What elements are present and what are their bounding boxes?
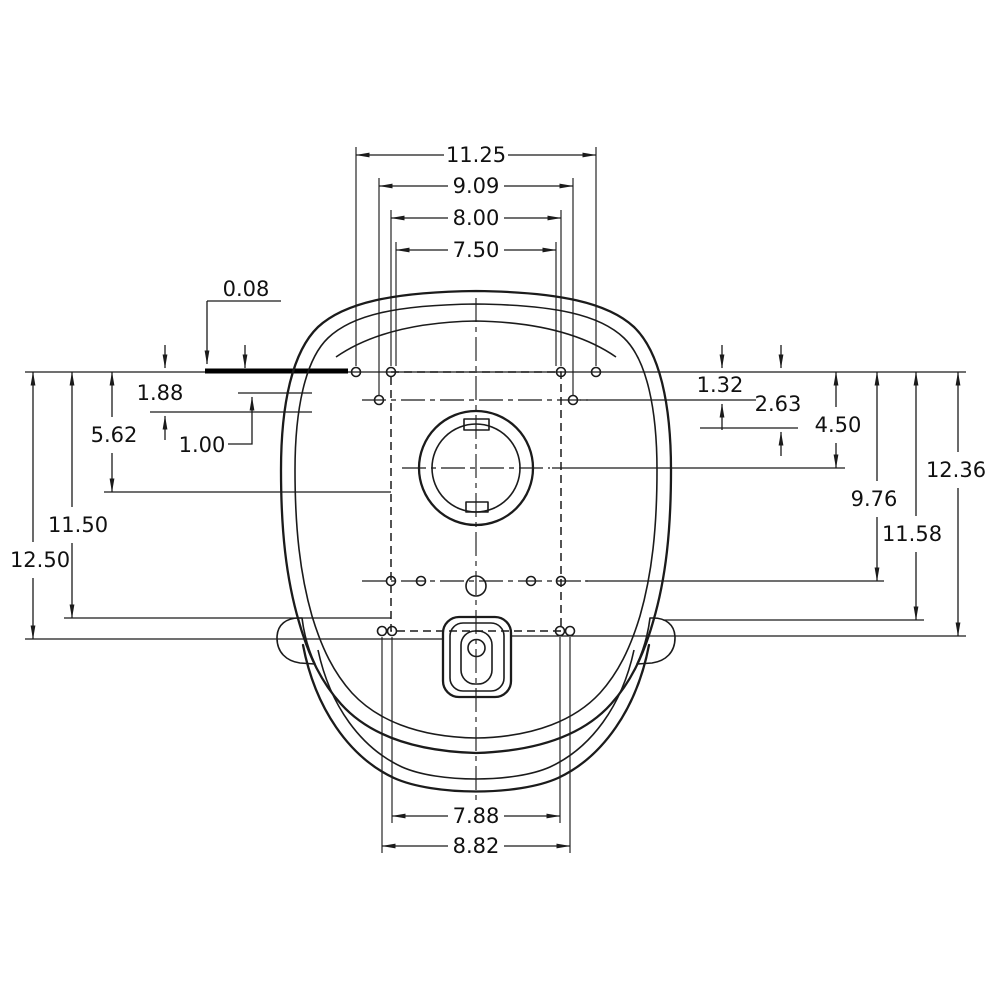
- hub-bottom-notch: [465, 501, 489, 513]
- mounting-hole: [376, 625, 388, 637]
- latch-keyhole: [467, 638, 486, 658]
- dim-label-4-50: 4.50: [815, 413, 862, 437]
- extension-lines: [25, 147, 966, 853]
- mounting-hole: [555, 575, 567, 587]
- latch-inner: [449, 622, 505, 692]
- mounting-hole: [386, 625, 398, 637]
- dim-label-9-76: 9.76: [851, 487, 898, 511]
- mounting-hole: [385, 366, 397, 378]
- dim-label-9-09: 9.09: [453, 174, 500, 198]
- mounting-hole: [554, 625, 566, 637]
- dim-1-00-leader: [228, 396, 255, 445]
- mounting-hole: [564, 625, 576, 637]
- mounting-hole: [567, 394, 579, 406]
- dimension-lines: [30, 152, 961, 849]
- latch: [441, 615, 513, 699]
- small-center-hole: [465, 575, 487, 597]
- dim-label-1-32: 1.32: [697, 373, 744, 397]
- mounting-hole: [350, 366, 362, 378]
- dim-label-11-50: 11.50: [48, 513, 108, 537]
- dim-label-7-88: 7.88: [453, 804, 500, 828]
- dim-label-8-00: 8.00: [453, 206, 500, 230]
- latch-slot: [460, 630, 493, 685]
- dim-label-5-62: 5.62: [91, 423, 138, 447]
- mounting-hole: [385, 575, 397, 587]
- dim-label-11-58: 11.58: [882, 522, 942, 546]
- seat-left-wing: [276, 617, 316, 665]
- dim-label-8-82: 8.82: [453, 834, 500, 858]
- dim-label-12-50: 12.50: [10, 548, 70, 572]
- mounting-hole: [373, 394, 385, 406]
- seat-skirt-outer: [301, 643, 651, 793]
- hub-outer-circle: [417, 409, 535, 527]
- dim-label-12-36: 12.36: [926, 458, 986, 482]
- dim-label-7-50: 7.50: [453, 238, 500, 262]
- dim-label-1-00: 1.00: [179, 433, 226, 457]
- mounting-hole: [525, 575, 537, 587]
- dim-label-0-08: 0.08: [223, 277, 270, 301]
- hub-top-notch: [463, 418, 490, 431]
- dim-label-2-63: 2.63: [755, 392, 802, 416]
- dim-label-11-25: 11.25: [446, 143, 506, 167]
- pivot-hub: [417, 409, 535, 527]
- mounting-hole: [415, 575, 427, 587]
- latch-outer: [441, 615, 513, 699]
- seat-inner-profile: [294, 303, 658, 739]
- dimension-labels: 11.25 9.09 8.00 7.50 0.08 1.88 1.00 5.62…: [10, 143, 986, 858]
- mounting-hole: [555, 366, 567, 378]
- mounting-hole: [590, 366, 602, 378]
- mounting-pattern: [350, 298, 602, 802]
- dim-label-1-88: 1.88: [137, 381, 184, 405]
- seat-right-wing: [636, 617, 676, 665]
